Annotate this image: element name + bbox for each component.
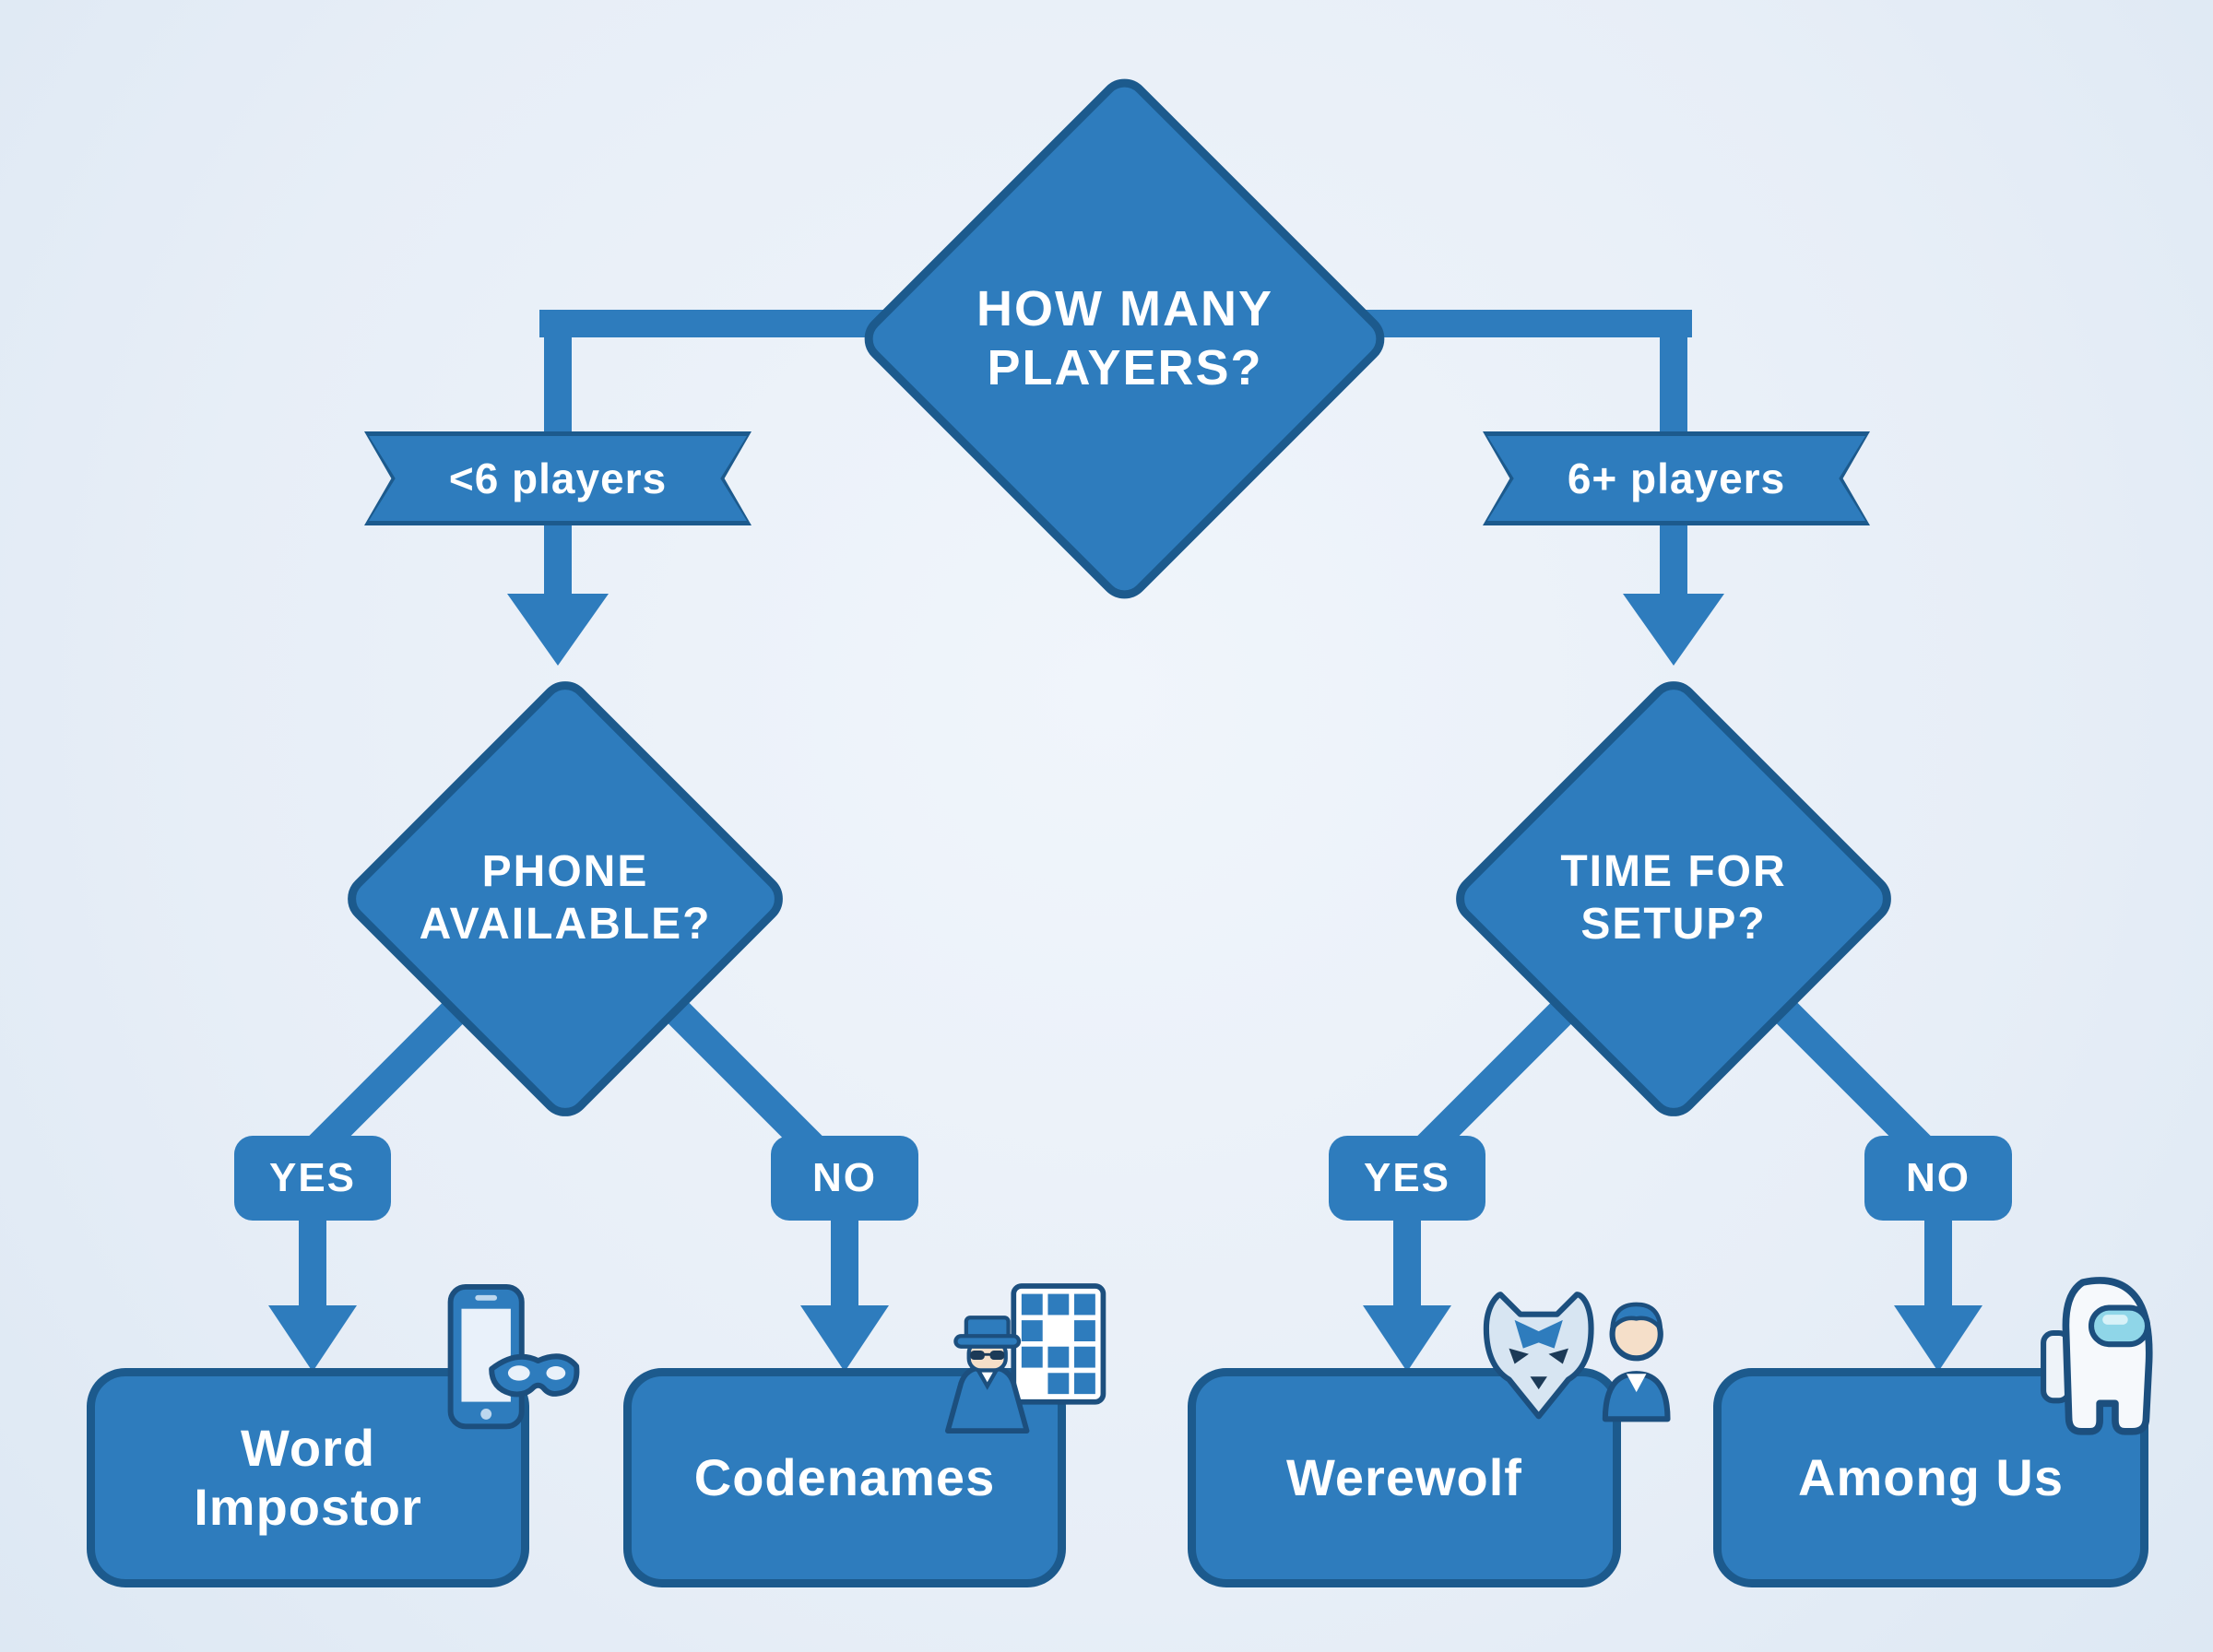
phone-mask-icon [420, 1281, 586, 1451]
ribbon-fill [1487, 436, 1865, 521]
result-codenames-label: Codenames [693, 1447, 996, 1506]
result-word-impostor-label: Word Impostor [194, 1418, 422, 1536]
left-yes-pill: YES [234, 1136, 391, 1221]
arrow-down-word-impostor-icon [268, 1305, 357, 1372]
right-no-pill: NO [1864, 1136, 2012, 1221]
left-question-label: PHONE AVAILABLE? [419, 847, 712, 949]
spy-codenames-grid-icon [927, 1277, 1111, 1443]
arrow-down-codenames-icon [800, 1305, 889, 1372]
arrow-down-left-branch-icon [507, 594, 609, 666]
root-question-label: HOW MANY PLAYERS? [976, 281, 1273, 395]
left-condition-ribbon: <6 players [364, 431, 751, 525]
ribbon-fill [369, 436, 747, 521]
result-among-us-label: Among Us [1798, 1447, 2064, 1506]
left-no-pill: NO [771, 1136, 918, 1221]
among-us-crewmate-icon [2038, 1268, 2172, 1452]
right-yes-pill: YES [1329, 1136, 1485, 1221]
arrow-down-right-branch-icon [1623, 594, 1724, 666]
wolf-person-icon [1462, 1286, 1678, 1445]
connector-left-yes-vertical [299, 1219, 326, 1311]
right-condition-ribbon: 6+ players [1483, 431, 1870, 525]
arrow-down-among-us-icon [1894, 1305, 1982, 1372]
result-werewolf-label: Werewolf [1286, 1447, 1522, 1506]
arrow-down-werewolf-icon [1363, 1305, 1451, 1372]
right-question-label: TIME FOR SETUP? [1560, 847, 1787, 949]
connector-right-no-vertical [1924, 1219, 1952, 1311]
connector-left-no-vertical [831, 1219, 858, 1311]
right-condition-label: 6+ players [1567, 454, 1786, 502]
connector-right-yes-vertical [1393, 1219, 1421, 1311]
left-condition-label: <6 players [448, 454, 668, 502]
